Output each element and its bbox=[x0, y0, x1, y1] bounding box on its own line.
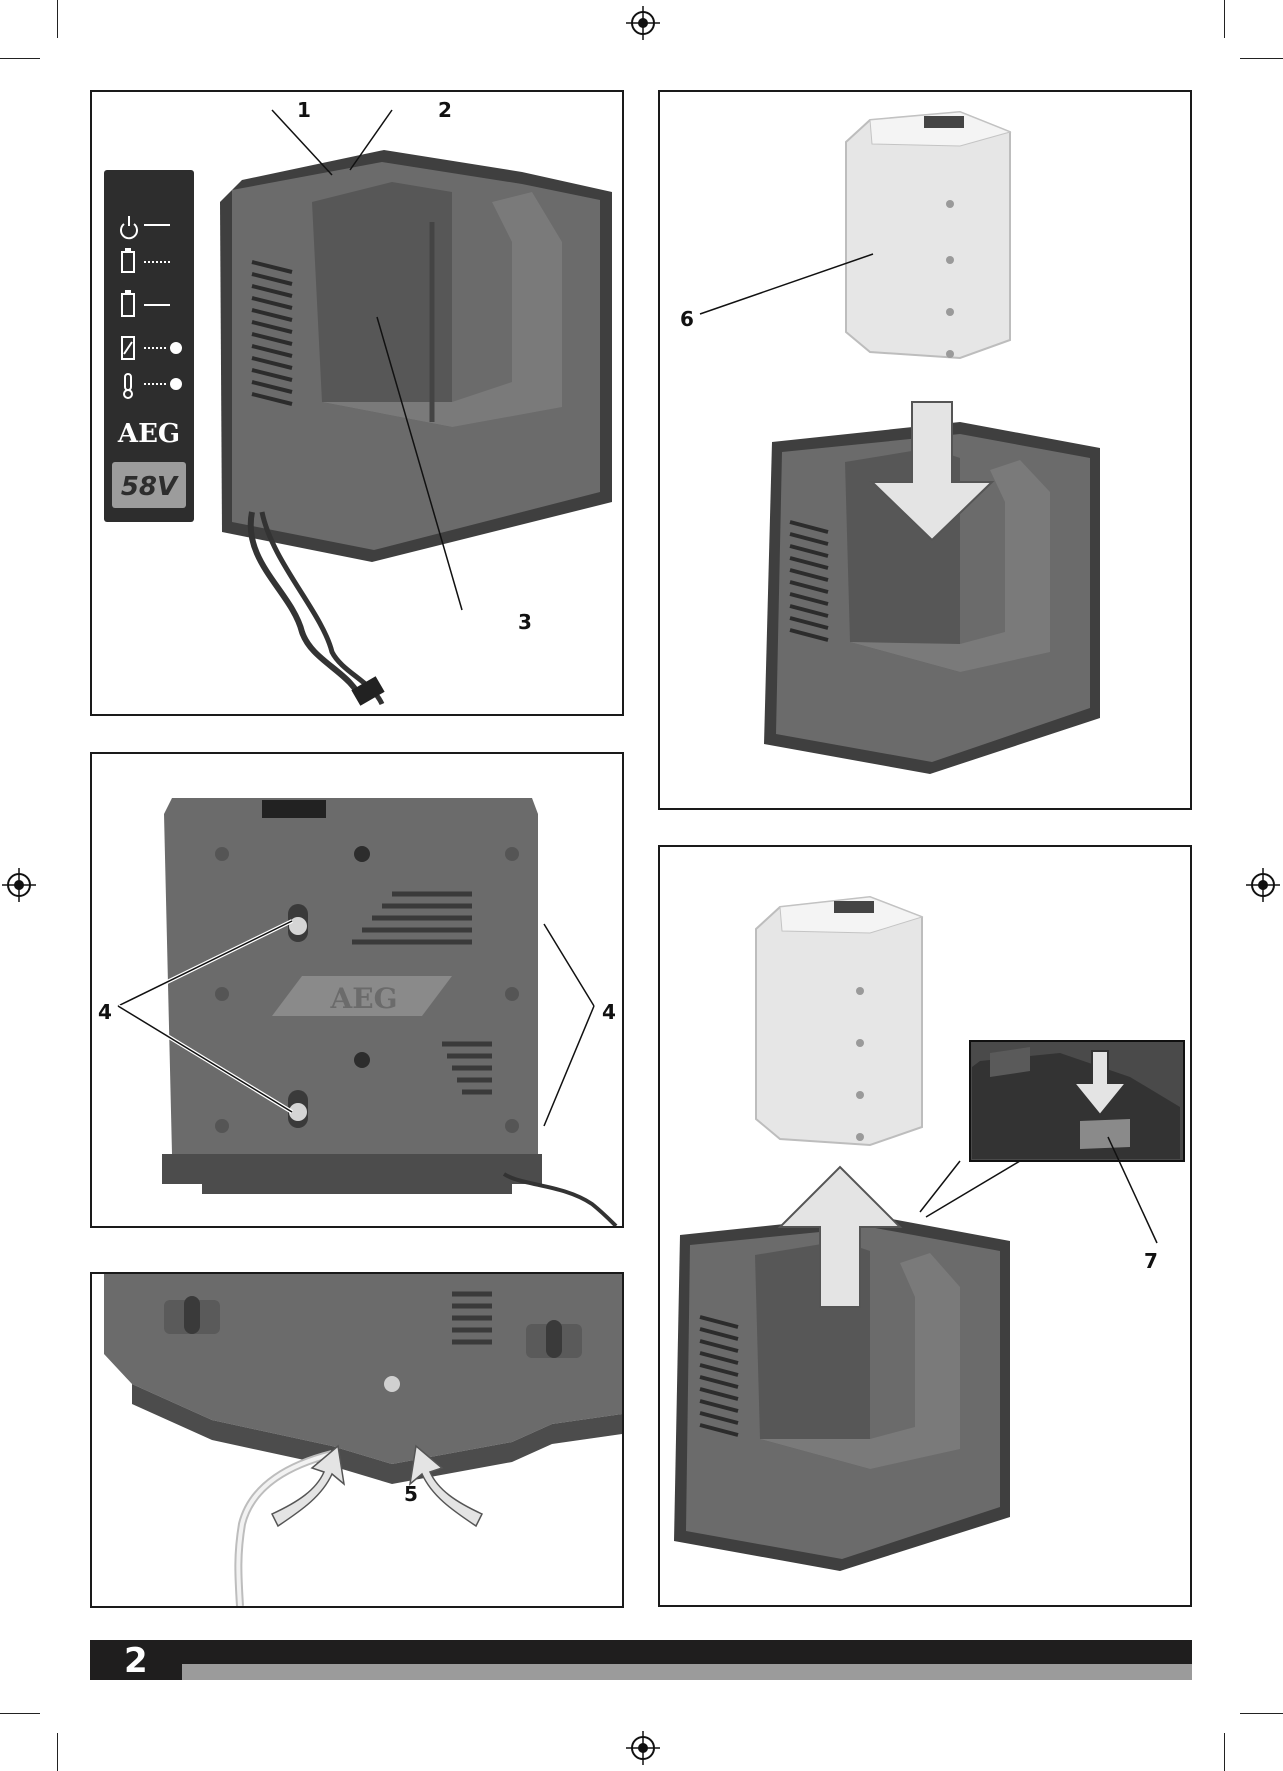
keyhole-slot bbox=[164, 1296, 220, 1334]
insert-battery-illustration bbox=[699, 110, 1100, 774]
crop-mark bbox=[0, 1713, 40, 1714]
crop-mark bbox=[1240, 1713, 1283, 1714]
indicator-panel bbox=[104, 170, 194, 522]
crop-mark bbox=[0, 58, 40, 59]
charger-underside bbox=[104, 1274, 622, 1464]
registration-mark-icon bbox=[2, 868, 36, 902]
remove-battery-illustration bbox=[674, 895, 1185, 1571]
registration-mark-icon bbox=[626, 6, 660, 40]
power-icon bbox=[120, 216, 170, 240]
arrow-down-icon bbox=[869, 401, 995, 542]
power-cable bbox=[502, 1172, 618, 1226]
embossed-logo-area bbox=[272, 976, 452, 1016]
cable-routing-illustration bbox=[104, 1274, 622, 1606]
callout-3: 3 bbox=[518, 610, 532, 634]
curved-arrow-left-icon bbox=[408, 1444, 484, 1528]
figure-panel-insert-battery: 6 bbox=[658, 90, 1192, 810]
power-cable bbox=[234, 1450, 333, 1606]
figure-panel-cable-routing: 5 bbox=[90, 1272, 624, 1608]
battery-slot bbox=[312, 182, 452, 427]
crop-mark bbox=[1224, 1733, 1225, 1771]
battery-pack bbox=[845, 110, 1011, 360]
vent-slots bbox=[251, 260, 293, 406]
temperature-icon bbox=[123, 373, 182, 399]
curved-arrow-right-icon bbox=[270, 1444, 346, 1528]
crop-mark bbox=[57, 1733, 58, 1771]
rear-view-illustration: AEG bbox=[116, 798, 618, 1226]
callout-7: 7 bbox=[1144, 1249, 1158, 1273]
callout-2: 2 bbox=[438, 98, 452, 122]
callout-1: 1 bbox=[297, 98, 311, 122]
arrow-down-icon bbox=[1071, 1050, 1129, 1117]
callout-4-right: 4 bbox=[602, 1000, 616, 1024]
crop-mark bbox=[1240, 58, 1283, 59]
crop-mark bbox=[57, 0, 58, 38]
battery-full-icon bbox=[121, 290, 170, 317]
brand-logo: AEG bbox=[117, 419, 180, 449]
power-cable bbox=[247, 511, 365, 704]
crop-mark bbox=[1224, 0, 1225, 38]
registration-mark-icon bbox=[626, 1731, 660, 1765]
arrow-up-icon bbox=[777, 1165, 903, 1308]
release-latch bbox=[1080, 1119, 1130, 1149]
figure-panel-remove-battery: 7 bbox=[658, 845, 1192, 1607]
battery-fault-icon bbox=[121, 336, 182, 360]
page-number: 2 bbox=[124, 1641, 148, 1681]
keyhole-slot bbox=[526, 1320, 582, 1358]
callout-4-left: 4 bbox=[98, 1000, 112, 1024]
voltage-badge bbox=[112, 462, 186, 508]
battery-charging-icon bbox=[121, 248, 172, 273]
keyhole-slot bbox=[288, 1090, 308, 1128]
charger-illustration: AEG 58V bbox=[104, 109, 612, 706]
keyhole-slot bbox=[288, 904, 308, 942]
voltage-label: 58V bbox=[121, 472, 179, 502]
embossed-logo: AEG bbox=[330, 982, 398, 1015]
callout-5: 5 bbox=[404, 1482, 418, 1506]
callout-6: 6 bbox=[680, 307, 694, 331]
figure-panel-wall-mount: AEG 4 4 bbox=[90, 752, 624, 1228]
footer-accent-bar bbox=[182, 1664, 1192, 1680]
registration-mark-icon bbox=[1246, 868, 1280, 902]
battery-pack bbox=[755, 895, 923, 1147]
figure-panel-charger-overview: AEG 58V 1 2 3 bbox=[90, 90, 624, 716]
